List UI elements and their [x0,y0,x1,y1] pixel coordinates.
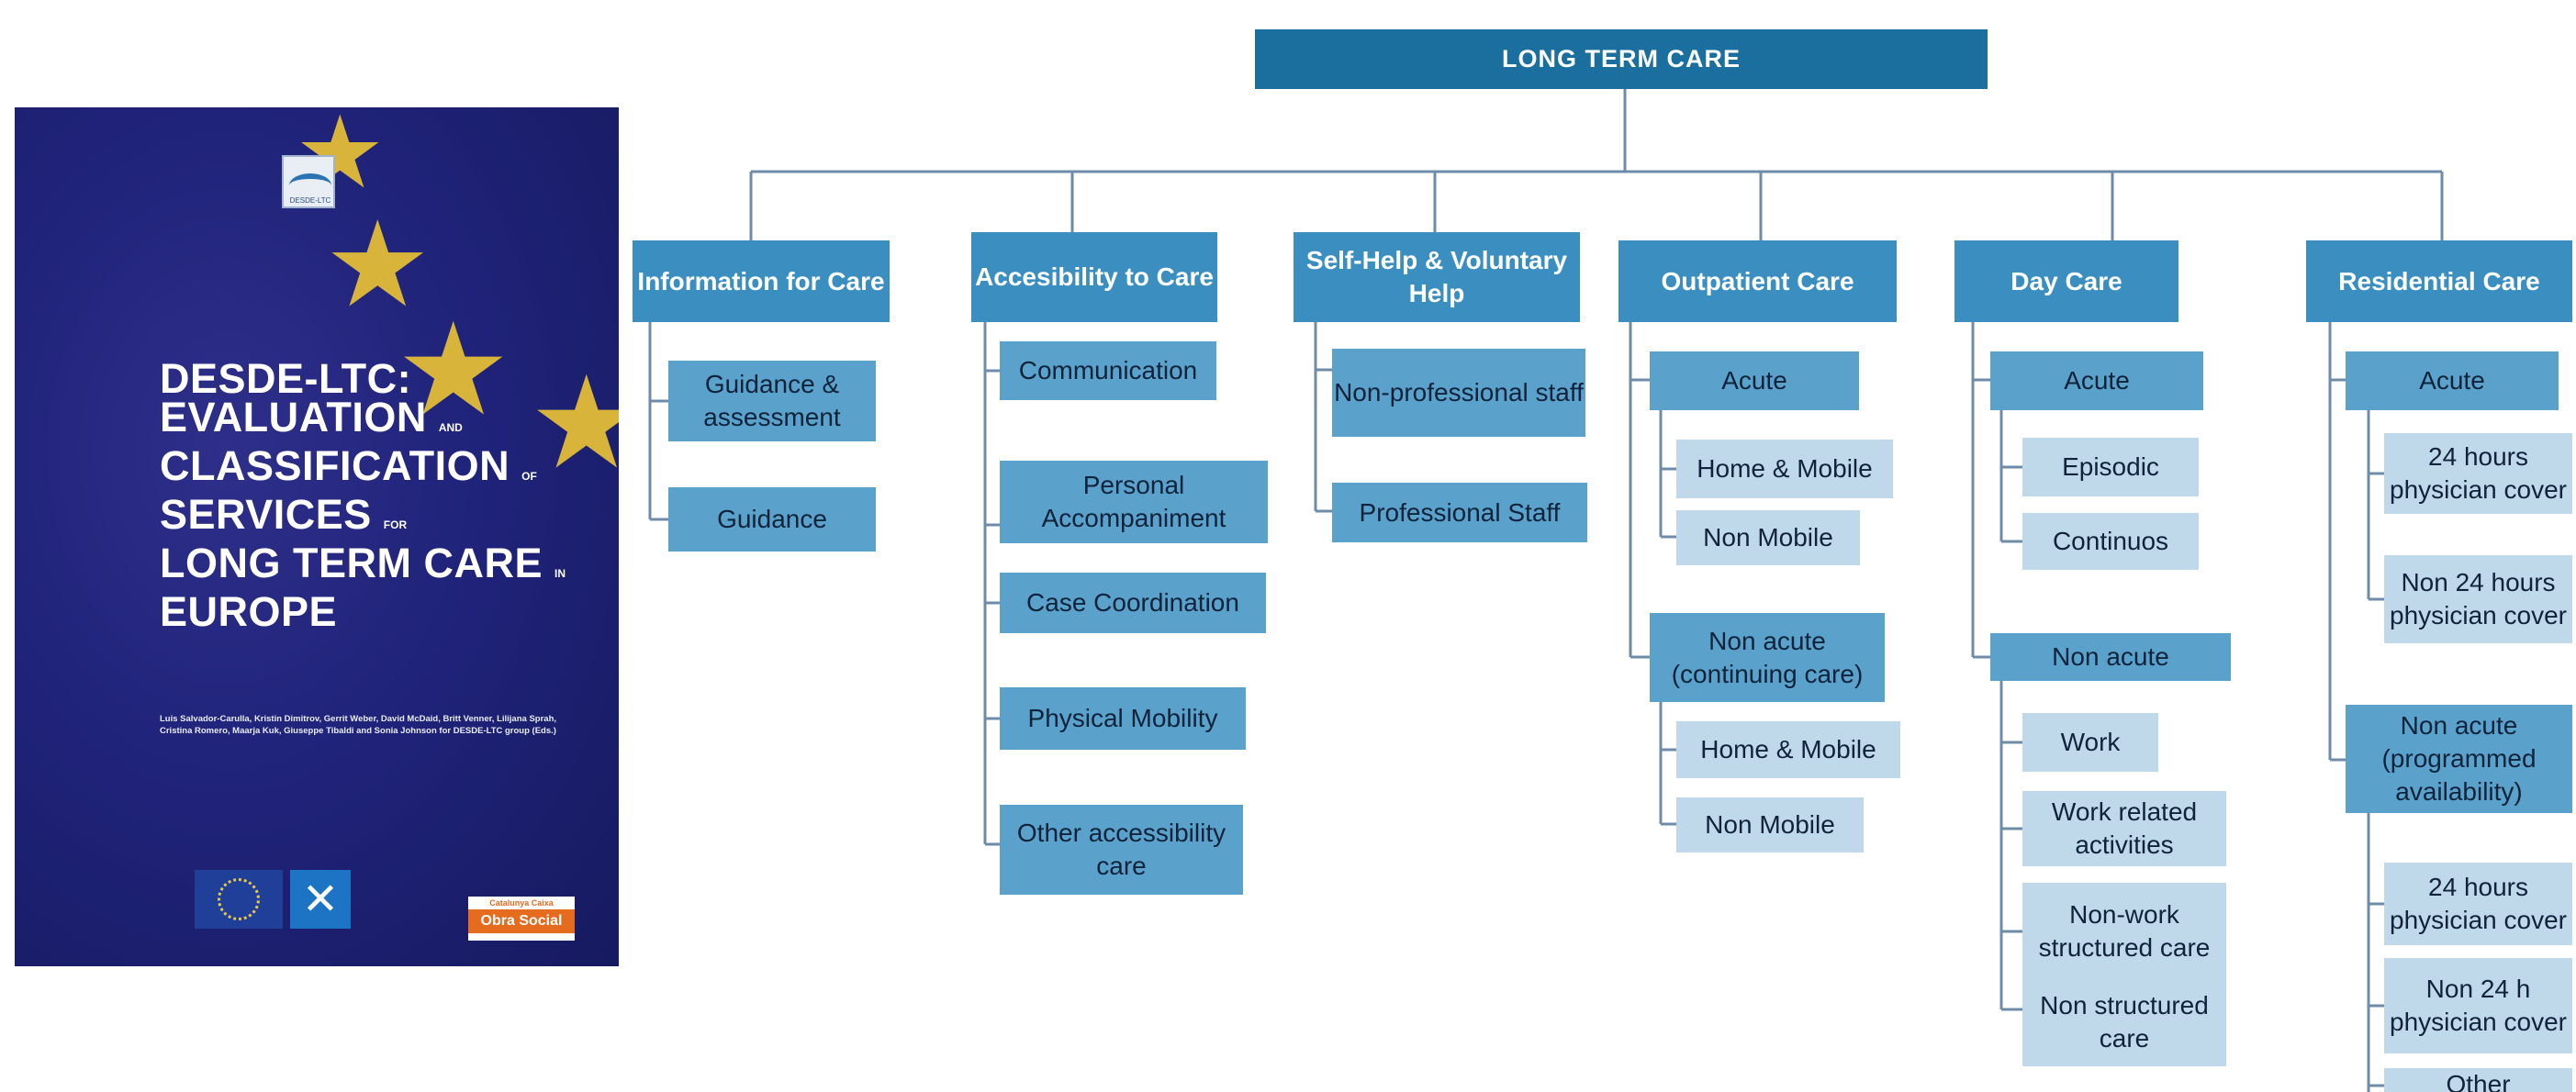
outpatient-nonacute-item: Home & Mobile [1676,721,1900,778]
star-icon: ★ [324,195,431,334]
root-node: LONG TERM CARE [1255,29,1988,89]
title-connector: OF [521,470,537,483]
information-item: Guidance [668,487,876,552]
category-residential: Residential Care [2306,240,2572,322]
cover-authors: Luis Salvador-Carulla, Kristin Dimitrov,… [160,714,557,736]
residential-nonacute-item: 24 hours physician cover [2384,863,2572,945]
category-information: Information for Care [633,240,890,322]
daycare-nonacute-item: Non-work structured care [2022,883,2226,980]
desde-logo: DESDE-LTC [282,155,335,208]
accessibility-item: Communication [1000,341,1216,400]
outpatient-nonacute: Non acute (continuing care) [1650,613,1885,702]
logo-label: DESDE-LTC [289,196,331,205]
category-outpatient: Outpatient Care [1618,240,1897,322]
outpatient-acute-item: Home & Mobile [1676,440,1893,498]
sponsor-bottom: Obra Social [468,909,575,933]
sponsor-logo: Catalunya Caixa Obra Social [468,897,575,941]
residential-nonacute: Non acute (programmed availability) [2346,705,2572,813]
daycare-nonacute-item: Work related activities [2022,791,2226,866]
daycare-nonacute: Non acute [1990,633,2231,681]
eu-flag-icon [195,870,283,929]
book-cover: ★ ★ ★ ★ DESDE-LTC DESDE-LTC: EVALUATION … [15,107,619,966]
accessibility-item: Case Coordination [1000,573,1266,633]
outpatient-acute: Acute [1650,351,1859,410]
sponsor-top: Catalunya Caixa [489,898,554,908]
accessibility-item: Other accessibility care [1000,805,1243,895]
outpatient-nonacute-item: Non Mobile [1676,797,1864,852]
title-connector: AND [438,421,463,434]
residential-acute: Acute [2346,351,2559,410]
outpatient-acute-item: Non Mobile [1676,510,1860,565]
title-line: CLASSIFICATION [160,442,510,489]
title-connector: IN [554,567,566,580]
residential-nonacute-item: Other residential [2384,1068,2572,1092]
residential-acute-item: Non 24 hours physician cover [2384,555,2572,643]
category-daycare: Day Care [1954,240,2178,322]
title-line: DESDE-LTC: [160,355,412,402]
residential-acute-item: 24 hours physician cover [2384,433,2572,514]
daycare-nonacute-item: Non structured care [2022,978,2226,1066]
selfhelp-item: Professional Staff [1332,483,1587,542]
accessibility-item: Personal Accompaniment [1000,461,1268,543]
title-line: LONG TERM CARE [160,540,543,586]
category-selfhelp: Self-Help & Voluntary Help [1294,232,1580,322]
daycare-acute-item: Continuos [2022,513,2199,570]
daycare-acute-item: Episodic [2022,438,2199,496]
daycare-nonacute-item: Work [2022,713,2158,772]
category-accessibility: Accesibility to Care [971,232,1217,322]
daycare-acute: Acute [1990,351,2203,410]
star-icon: ★ [529,349,619,498]
title-line: EVALUATION [160,394,427,440]
wave-icon [289,173,331,197]
information-item: Guidance & assessment [668,361,876,441]
star-icon: ★ [396,295,511,445]
selfhelp-item: Non-professional staff [1332,349,1585,437]
residential-nonacute-item: Non 24 h physician cover [2384,958,2572,1053]
title-line: SERVICES [160,491,372,538]
cover-title: DESDE-LTC: EVALUATION AND CLASSIFICATION… [160,358,591,632]
title-connector: FOR [383,518,408,531]
accessibility-item: Physical Mobility [1000,687,1246,750]
runner-logo-icon: ✕ [290,870,351,929]
title-line: EUROPE [160,588,338,635]
